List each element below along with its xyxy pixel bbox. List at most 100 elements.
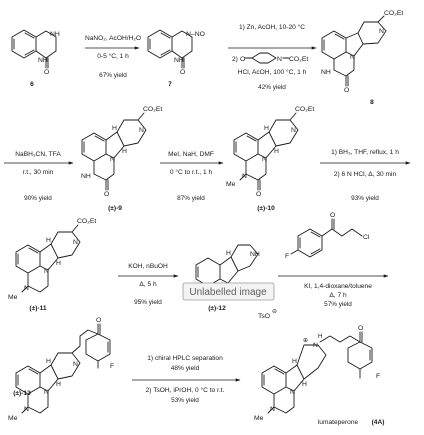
svg-text:H: H [318,334,322,340]
step6-yield: 95% yield [134,299,162,306]
lumateperone-4a-structure: TsO ⊖ N ⊕ H O F N N Me H H [254,309,380,422]
compound-8-structure: CO₂Et N N NH O [321,10,403,94]
svg-text:N: N [313,342,318,349]
compound-8-label: 8 [370,99,374,106]
svg-text:H: H [56,260,61,267]
step5-yield: 93% yield [351,195,379,202]
svg-text:H: H [56,381,61,388]
step7-yield: 57% yield [324,301,352,308]
compound-10-label: (±)-10 [257,205,275,212]
compound-7-label: 7 [168,81,172,88]
compound-13-structure: O F N N N Me H H [8,317,114,422]
compound-11-label: (±)-11 [29,305,47,312]
svg-text:N: N [24,285,29,292]
svg-text:H: H [46,358,51,365]
svg-text:O: O [256,191,261,198]
atom-nh: NH [38,57,48,64]
svg-text:CO₂Et: CO₂Et [143,106,162,113]
svg-text:N: N [242,173,247,180]
svg-text:CO₂Et: CO₂Et [77,218,96,225]
svg-text:N: N [270,406,275,413]
step8-yield-2: 53% yield [171,397,199,404]
svg-text:H: H [112,125,117,132]
svg-text:Me: Me [8,415,18,422]
svg-text:H: H [122,148,127,155]
svg-text:F: F [110,363,114,370]
compound-4a-id: (4A) [372,419,385,426]
svg-text:O: O [358,325,363,332]
compound-9-label: (±)-9 [108,205,122,212]
step8-reagents-2: 2) TsOH, iPrOH, 0 °C to r.t. [146,386,225,394]
step2-reagents-2: 2) [232,56,238,63]
step1-conditions: 0-5 °C, 1 h [97,52,129,60]
svg-text:CO₂Et: CO₂Et [295,106,314,113]
atom-nh: NH [50,31,60,38]
step6-conditions: Δ, 5 h [139,281,157,288]
atom-o: O [180,69,185,76]
compound-10-structure: CO₂Et N N N Me O H H [226,106,314,198]
svg-text:Me: Me [254,415,264,422]
atom-nh: NH [174,57,184,64]
step2-reagents-1: 1) Zn, AcOH, 10-20 °C [239,23,305,31]
svg-text:Me: Me [8,294,18,301]
svg-text:F: F [285,253,289,260]
compound-6-label: 6 [30,81,34,88]
step4-conditions: 0 °C to r.t., 1 h [170,168,213,176]
step3-reagents: NaBH₃CN, TFA [15,151,61,158]
svg-text:Cl: Cl [363,234,370,241]
svg-text:N: N [44,268,49,275]
svg-text:Me: Me [226,181,236,188]
svg-text:N: N [262,156,267,163]
compound-13-label: (±)-13 [13,390,31,397]
atom-o: O [44,69,49,76]
step2-yield: 42% yield [258,84,286,91]
svg-text:N: N [110,156,115,163]
step3-conditions: r.t., 30 min [23,169,54,176]
svg-text:NH: NH [81,173,91,180]
svg-text:O: O [96,317,101,324]
svg-text:N: N [350,54,355,61]
svg-text:N: N [290,389,295,396]
step6-reagents: KOH, nBuOH [128,263,168,270]
svg-text:H: H [46,237,51,244]
svg-text:H: H [292,358,297,365]
svg-text:O: O [330,212,335,219]
chlorobutyrophenone-reagent: F O Cl [285,212,370,260]
compound-12-label: (±)-12 [208,305,226,312]
step8-yield-1: 48% yield [171,365,200,372]
tooltip-text: Unlabelled image [189,287,267,298]
svg-text:H: H [264,125,269,132]
step5-reagents-1: 1) BH₃, THF, reflux, 1 h [331,149,399,156]
compound-4a-name: lumateperone [318,419,359,426]
svg-text:N: N [24,406,29,413]
step7-conditions: Δ, 7 h [329,292,347,299]
svg-text:N: N [73,361,78,368]
svg-text:⊖: ⊖ [272,309,277,315]
step5-reagents-2: 2) 6 N HCl, Δ, 30 min [334,171,397,178]
step3-yield: 90% yield [24,195,52,202]
svg-text:H: H [274,148,279,155]
step4-yield: 87% yield [177,195,205,202]
svg-text:CO₂Et: CO₂Et [289,56,308,63]
svg-text:N: N [139,127,144,134]
image-tooltip: Unlabelled image [182,282,275,301]
svg-text:TsO: TsO [258,313,270,320]
step2-conditions: HCl, AcOH, 100 °C, 1 h [238,68,307,76]
svg-text:NH: NH [250,251,260,258]
svg-text:N: N [277,56,282,63]
svg-text:NH: NH [321,69,331,76]
atom-n-no: N–NO [186,31,205,38]
svg-text:F: F [376,373,380,380]
step8-reagents-1: 1) chiral HPLC separation [147,355,223,362]
svg-text:N: N [379,28,384,35]
svg-text:H: H [226,250,231,257]
svg-text:H: H [302,381,307,388]
svg-text:N: N [73,239,78,246]
piperidone-carbamate-reagent: O N CO₂Et [240,52,308,64]
svg-text:O: O [240,56,245,63]
compound-9-structure: CO₂Et N N NH O H H [81,106,162,198]
compound-12-structure: NH H [195,244,260,287]
compound-7-structure: N–NO NH O [147,29,205,76]
step1-reagents: NaNO₂, AcOH/H₂O [85,35,141,42]
